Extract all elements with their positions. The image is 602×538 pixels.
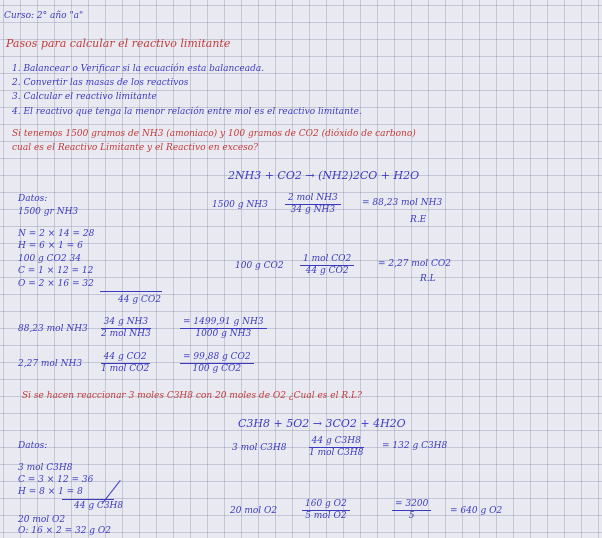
- problem1-molar-line: N = 2 × 14 = 28: [18, 229, 95, 239]
- step-4: 4. El reactivo que tenga la menor relaci…: [12, 107, 362, 117]
- p1-calc2-num: 1 mol CO2: [300, 254, 355, 266]
- p1-calc2-den: 44 g CO2: [305, 266, 349, 276]
- p1-calc2-start: 100 g CO2: [235, 261, 284, 271]
- p1-calc2-fraction: 1 mol CO2 44 g CO2: [300, 254, 355, 277]
- problem2-molar-line: C = 3 × 12 = 36: [18, 475, 94, 485]
- p1-calc3-result-den: 1000 g NH3: [195, 329, 252, 339]
- problem2-equation: C3H8 + 5O2 → 3CO2 + 4H2O: [238, 417, 406, 430]
- problem1-datos-value: 1500 gr NH3: [18, 207, 79, 217]
- p2-calc1-fraction: 44 g C3H8 1 mol C3H8: [306, 436, 366, 459]
- p2-calc2-final: = 640 g O2: [450, 506, 503, 516]
- course-header: Curso: 2° año "a": [4, 11, 84, 21]
- p2-calc1-den: 1 mol C3H8: [309, 448, 364, 458]
- p1-calc4-den: 1 mol CO2: [101, 364, 150, 374]
- page-title: Pasos para calcular el reactivo limitant…: [6, 37, 231, 50]
- p1-calc3-den: 2 mol NH3: [101, 329, 151, 339]
- p1-calc4-fraction: 44 g CO2 1 mol CO2: [98, 352, 152, 375]
- step-2: 2. Convertir las masas de los reactivos: [12, 78, 189, 88]
- p2-calc2-start: 20 mol O2: [230, 506, 278, 516]
- p1-calc3-num: 34 g NH3: [100, 317, 152, 329]
- p1-calc4-num: 44 g CO2: [100, 352, 150, 364]
- p1-calc1-start: 1500 g NH3: [212, 200, 268, 210]
- problem1-statement-line1: Si tenemos 1500 gramos de NH3 (amoniaco)…: [12, 129, 416, 139]
- p2-calc1-result: = 132 g C3H8: [382, 441, 448, 451]
- p1-calc3-result: = 1499,91 g NH3 1000 g NH3: [180, 317, 267, 340]
- p1-calc3-result-num: = 1499,91 g NH3: [180, 317, 267, 329]
- problem2-molar-total: 44 g C3H8: [74, 501, 124, 511]
- p2-calc2-num: 160 g O2: [302, 499, 350, 511]
- p1-calc4-result: = 99,88 g CO2 100 g CO2: [180, 352, 254, 375]
- problem1-molar-line: C = 1 × 12 = 12: [18, 266, 94, 276]
- problem1-molar-line: H = 6 × 1 = 6: [18, 241, 83, 251]
- problem1-equation: 2NH3 + CO2 → (NH2)2CO + H2O: [228, 169, 420, 182]
- p1-calc4-start: 2,27 mol NH3: [18, 359, 83, 369]
- p2-calc2-result-num: = 3200: [392, 499, 432, 511]
- p2-calc1-num: 44 g C3H8: [308, 436, 364, 448]
- p2-calc2-result-den: 5: [408, 511, 415, 521]
- p2-calc2-fraction: 160 g O2 5 mol O2: [302, 499, 350, 522]
- sum-rule: [62, 499, 114, 500]
- problem1-molar-total: 44 g CO2: [118, 295, 161, 305]
- p1-calc4-result-den: 100 g CO2: [192, 364, 242, 374]
- problem1-molar-line: 100 g CO2 34: [18, 254, 81, 264]
- problem2-o2-label: 20 mol O2: [18, 515, 66, 525]
- p1-calc1-fraction: 2 mol NH3 34 g NH3: [285, 193, 341, 216]
- problem1-statement-line2: cual es el Reactivo Limitante y el React…: [12, 143, 259, 153]
- problem2-o2-molar: O: 16 × 2 = 32 g O2: [18, 526, 112, 536]
- p1-calc2-tag: R.L: [420, 274, 436, 284]
- p2-calc2-den: 5 mol O2: [305, 511, 347, 521]
- problem2-datos-label: Datos:: [18, 441, 48, 451]
- p2-calc2-result: = 3200 5: [392, 499, 432, 522]
- sum-rule: [100, 291, 162, 292]
- p1-calc1-den: 34 g NH3: [290, 205, 336, 215]
- p2-calc1-start: 3 mol C3H8: [232, 443, 287, 453]
- p1-calc3-start: 88,23 mol NH3: [18, 324, 88, 334]
- p1-calc1-result: = 88,23 mol NH3: [362, 198, 443, 208]
- problem2-molar-line: H = 8 × 1 = 8: [18, 487, 83, 497]
- problem2-statement: Si se hacen reaccionar 3 moles C3H8 con …: [22, 391, 362, 401]
- p1-calc4-result-num: = 99,88 g CO2: [180, 352, 254, 364]
- problem2-datos-value: 3 mol C3H8: [18, 463, 73, 473]
- problem1-molar-line: O = 2 × 16 = 32: [18, 279, 94, 289]
- problem1-datos-label: Datos:: [18, 194, 48, 204]
- p1-calc3-fraction: 34 g NH3 2 mol NH3: [98, 317, 154, 340]
- step-1: 1. Balancear o Verificar si la ecuación …: [12, 64, 265, 74]
- step-3: 3. Calcular el reactivo limitante: [12, 92, 157, 102]
- p1-calc1-tag: R.E: [410, 215, 427, 225]
- p1-calc1-num: 2 mol NH3: [285, 193, 341, 205]
- p1-calc2-result: = 2,27 mol CO2: [378, 259, 451, 269]
